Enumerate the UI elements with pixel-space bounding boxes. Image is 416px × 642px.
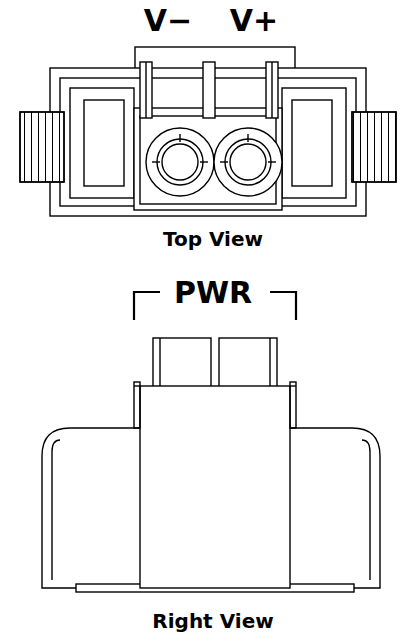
- right-view-drawing: [42, 338, 380, 592]
- terminal-label: V−: [144, 6, 192, 36]
- connector-name: PWR: [174, 278, 252, 308]
- view-caption: Top View: [163, 229, 263, 249]
- top-view-drawing: [20, 47, 396, 216]
- view-caption: Right View: [152, 611, 273, 631]
- terminal-label: V+: [230, 6, 278, 36]
